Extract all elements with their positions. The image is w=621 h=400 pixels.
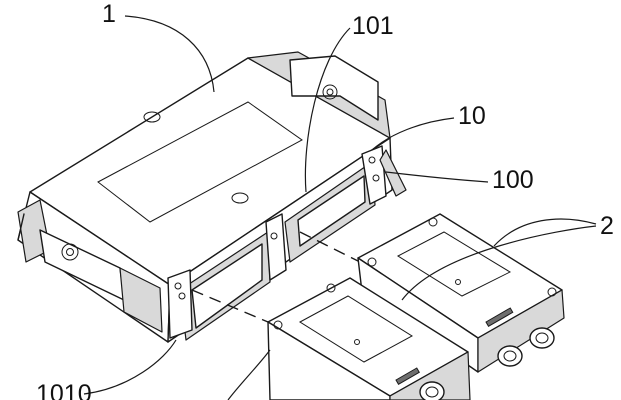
label-module: 2 — [600, 212, 614, 240]
bnc-connector — [419, 381, 445, 400]
label-part-1010: 1010 — [36, 380, 92, 400]
insertion-path-line — [299, 231, 361, 263]
bnc-connector — [497, 327, 555, 367]
leader-line-1 — [124, 15, 215, 93]
label-part-10: 10 — [458, 102, 486, 130]
label-part-101: 101 — [352, 12, 394, 40]
label-part-100: 100 — [492, 166, 534, 194]
leader-line-101 — [304, 27, 351, 193]
insertion-path-line — [191, 289, 269, 323]
main-housing — [17, 51, 407, 343]
leader-line-10 — [371, 117, 455, 151]
module-front — [267, 277, 471, 400]
leader-line-2a — [493, 218, 597, 247]
label-main-housing: 1 — [102, 0, 116, 28]
leader-line-2b — [401, 225, 597, 301]
leader-line-1010 — [83, 339, 177, 395]
leader-line-bottom — [227, 349, 271, 400]
leader-line-100 — [385, 171, 489, 183]
